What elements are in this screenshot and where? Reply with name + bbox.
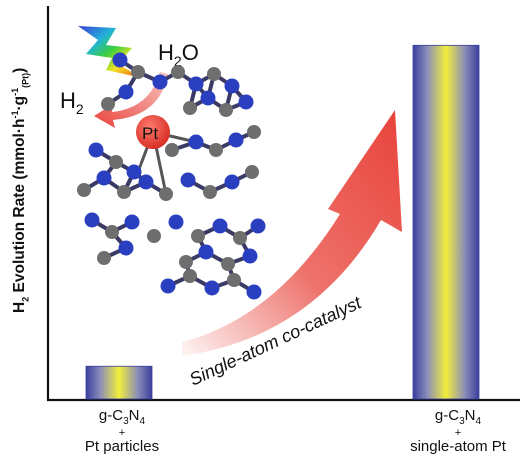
carbon-atom: [147, 229, 161, 243]
carbon-atom: [209, 143, 223, 157]
nitrogen-atom: [228, 132, 244, 148]
carbon-atom: [183, 101, 197, 115]
nitrogen-atom: [224, 174, 240, 190]
carbon-atom: [171, 65, 185, 79]
carbon-atom: [207, 67, 221, 81]
nitrogen-atom: [246, 284, 262, 300]
nitrogen-atom: [188, 76, 204, 92]
carbon-atom: [109, 155, 123, 169]
h2-label: H2: [60, 88, 84, 117]
category-label-pt-particles: g-C3N4 + Pt particles: [84, 407, 160, 456]
bar-pt-particles: [85, 365, 153, 400]
nitrogen-atom: [84, 212, 100, 228]
carbon-atom: [101, 97, 115, 111]
carbon-atom: [247, 125, 261, 139]
nitrogen-atom: [224, 78, 240, 94]
curved-arrow: [182, 110, 402, 356]
nitrogen-atom: [96, 170, 112, 186]
nitrogen-atom: [118, 240, 134, 256]
carbon-atom: [203, 185, 217, 199]
bar-single-atom-pt: [412, 44, 480, 400]
small-curved-arrow: [94, 72, 168, 128]
nitrogen-atom: [112, 52, 128, 68]
y-axis-label: H2 Evolution Rate (mmol·h-1·g-1(Pt)): [10, 67, 31, 313]
carbon-atom: [221, 257, 235, 271]
nitrogen-atom: [126, 164, 142, 180]
carbon-atom: [165, 143, 179, 157]
nitrogen-atom: [88, 142, 104, 158]
nitrogen-atom: [212, 218, 228, 234]
nitrogen-atom: [168, 214, 184, 230]
lightning-icon: [78, 26, 142, 78]
pt-label: Pt: [142, 124, 158, 143]
category-label-single-atom-pt: g-C3N4 + single-atom Pt: [410, 407, 506, 456]
nitrogen-atom: [242, 248, 258, 264]
carbon-atom: [191, 229, 205, 243]
nitrogen-atom: [138, 174, 154, 190]
nitrogen-atom: [250, 218, 266, 234]
carbon-atom: [97, 251, 111, 265]
carbon-atom: [233, 231, 247, 245]
nitrogen-atom: [118, 84, 134, 100]
carbon-atom: [219, 103, 233, 117]
nitrogen-atom: [188, 134, 204, 150]
carbon-atom: [183, 269, 197, 283]
carbon-atom: [105, 225, 119, 239]
nitrogen-atom: [180, 172, 196, 188]
carbon-atom: [131, 65, 145, 79]
carbon-atom: [159, 187, 173, 201]
nitrogen-atom: [204, 280, 220, 296]
h2o-label: H2O: [158, 40, 199, 69]
nitrogen-atom: [152, 74, 168, 90]
carbon-nitride-lattice-illustration: [77, 52, 266, 300]
carbon-atom: [227, 273, 241, 287]
nitrogen-atom: [238, 94, 254, 110]
carbon-atom: [77, 183, 91, 197]
nitrogen-atom: [124, 214, 140, 230]
nitrogen-atom: [198, 244, 214, 260]
carbon-atom: [179, 255, 193, 269]
nitrogen-atom: [160, 278, 176, 294]
carbon-atom: [245, 165, 259, 179]
nitrogen-atom: [200, 90, 216, 106]
carbon-atom: [117, 185, 131, 199]
pt-atom: [136, 115, 170, 149]
